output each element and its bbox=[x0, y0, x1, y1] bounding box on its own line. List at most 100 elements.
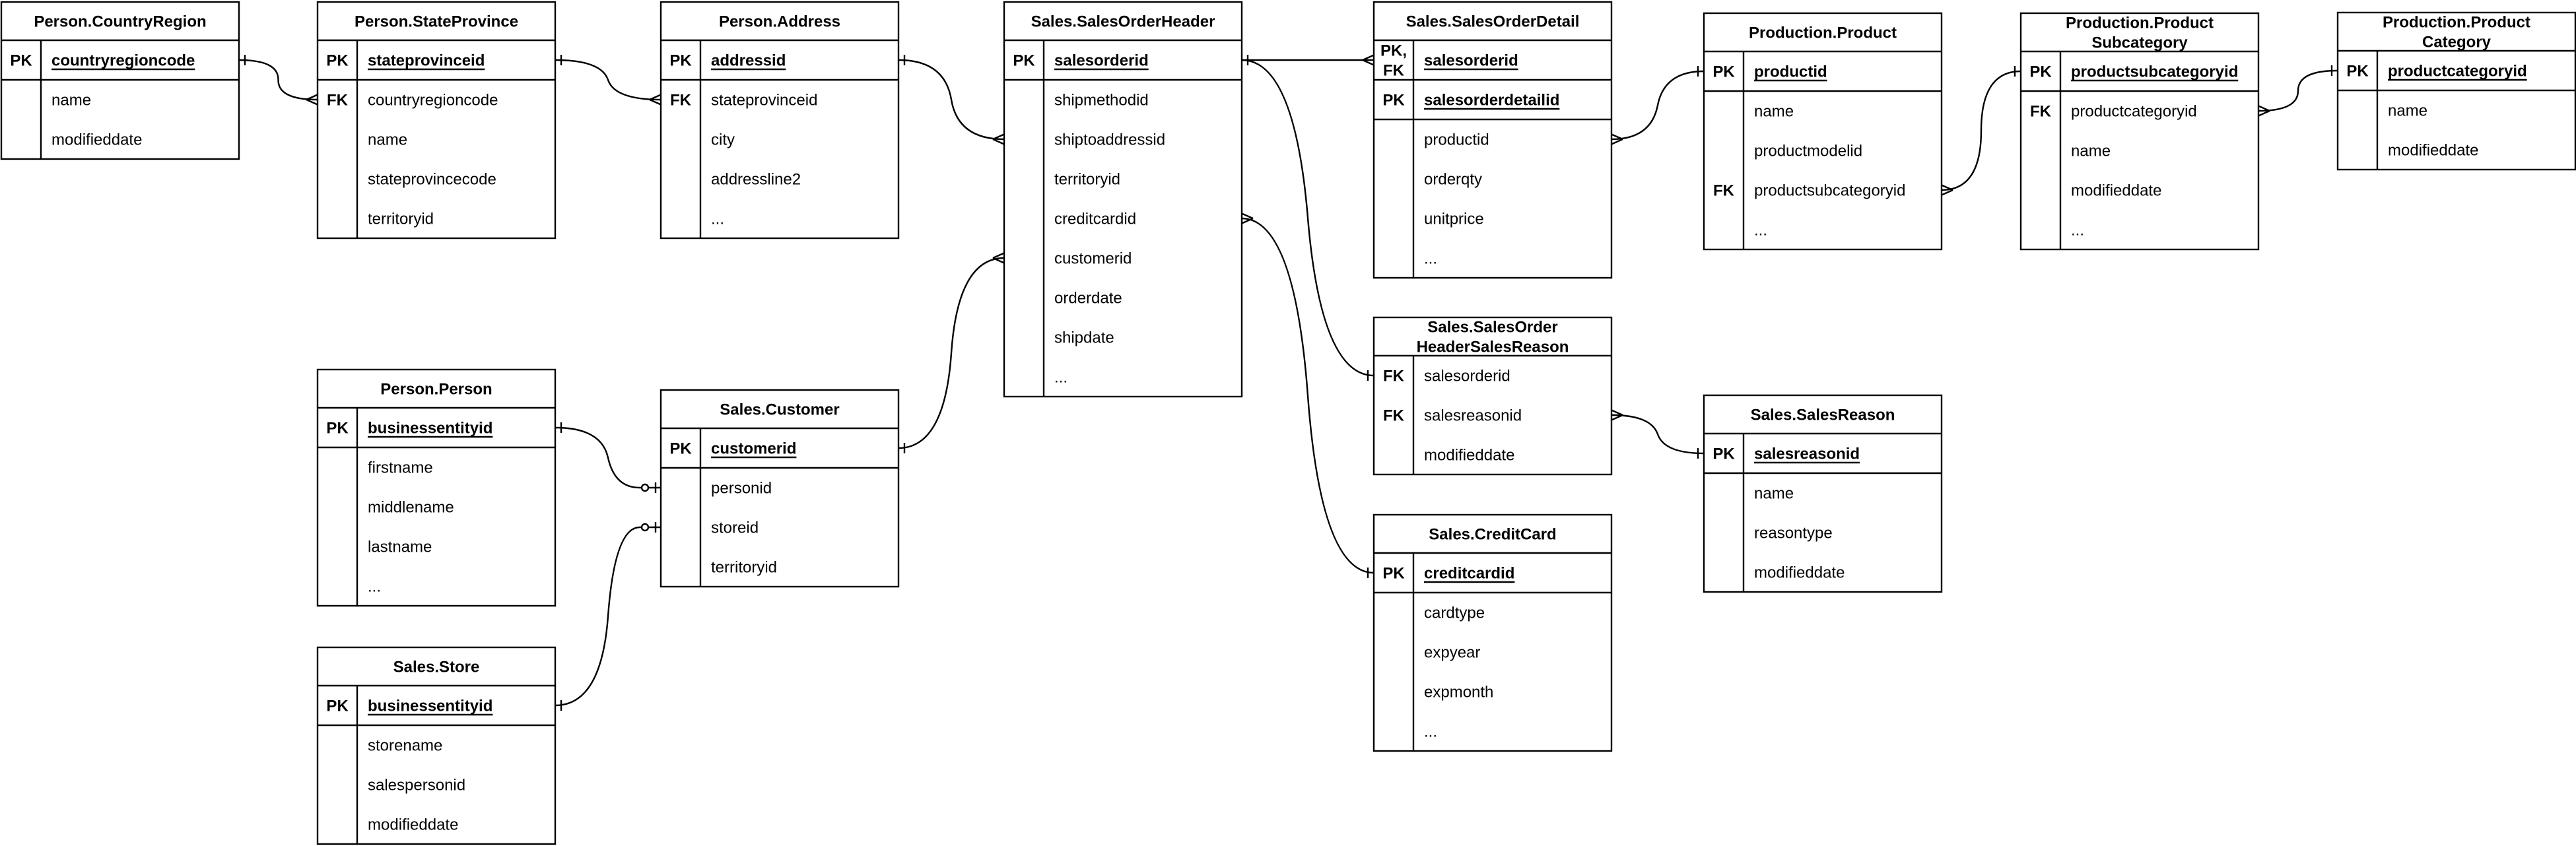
svg-text:personid: personid bbox=[711, 480, 772, 498]
svg-text:creditcardid: creditcardid bbox=[1424, 565, 1514, 583]
svg-text:modifieddate: modifieddate bbox=[2388, 142, 2478, 160]
svg-text:FK: FK bbox=[1383, 407, 1405, 425]
svg-text:FK: FK bbox=[1713, 182, 1735, 200]
svg-text:Person.Person: Person.Person bbox=[380, 381, 492, 399]
svg-text:Sales.SalesOrder: Sales.SalesOrder bbox=[1427, 319, 1557, 337]
svg-text:reasontype: reasontype bbox=[1754, 525, 1833, 542]
svg-text:territoryid: territoryid bbox=[711, 559, 777, 577]
svg-text:...: ... bbox=[2071, 222, 2084, 240]
svg-text:customerid: customerid bbox=[1054, 250, 1132, 268]
svg-text:Category: Category bbox=[2422, 34, 2491, 51]
svg-text:stateprovincecode: stateprovincecode bbox=[368, 171, 496, 189]
svg-text:salespersonid: salespersonid bbox=[368, 777, 465, 795]
svg-text:...: ... bbox=[1424, 250, 1437, 268]
svg-text:name: name bbox=[2388, 102, 2427, 120]
svg-text:PK: PK bbox=[326, 52, 349, 70]
svg-text:shipdate: shipdate bbox=[1054, 329, 1114, 347]
svg-text:Person.CountryRegion: Person.CountryRegion bbox=[34, 13, 206, 31]
svg-text:FK: FK bbox=[1383, 62, 1405, 80]
svg-text:...: ... bbox=[1424, 723, 1437, 741]
svg-text:name: name bbox=[368, 131, 407, 149]
svg-text:salesorderid: salesorderid bbox=[1054, 52, 1149, 70]
svg-text:HeaderSalesReason: HeaderSalesReason bbox=[1417, 339, 1569, 356]
svg-text:productcategoryid: productcategoryid bbox=[2071, 103, 2197, 121]
svg-text:PK: PK bbox=[669, 52, 692, 70]
svg-text:Sales.SalesOrderHeader: Sales.SalesOrderHeader bbox=[1031, 13, 1215, 31]
svg-text:businessentityid: businessentityid bbox=[368, 420, 492, 438]
svg-text:name: name bbox=[1754, 103, 1794, 121]
svg-text:FK: FK bbox=[1383, 368, 1405, 385]
svg-text:city: city bbox=[711, 131, 735, 149]
svg-text:modifieddate: modifieddate bbox=[368, 816, 458, 834]
svg-text:PK: PK bbox=[1382, 92, 1405, 110]
svg-text:Sales.SalesOrderDetail: Sales.SalesOrderDetail bbox=[1406, 13, 1580, 31]
svg-text:productid: productid bbox=[1754, 63, 1827, 81]
svg-text:modifieddate: modifieddate bbox=[51, 131, 142, 149]
svg-text:PK: PK bbox=[326, 698, 349, 715]
svg-text:countryregioncode: countryregioncode bbox=[51, 52, 195, 70]
svg-text:Production.Product: Production.Product bbox=[2383, 14, 2530, 32]
svg-text:PK: PK bbox=[2346, 63, 2369, 81]
svg-text:FK: FK bbox=[2030, 103, 2052, 121]
svg-text:shipmethodid: shipmethodid bbox=[1054, 92, 1149, 110]
svg-text:productsubcategoryid: productsubcategoryid bbox=[2071, 63, 2238, 81]
svg-text:salesorderid: salesorderid bbox=[1424, 368, 1510, 385]
svg-text:salesreasonid: salesreasonid bbox=[1754, 445, 1860, 463]
svg-text:addressline2: addressline2 bbox=[711, 171, 801, 189]
svg-text:shiptoaddressid: shiptoaddressid bbox=[1054, 131, 1165, 149]
svg-text:FK: FK bbox=[670, 92, 692, 110]
svg-text:creditcardid: creditcardid bbox=[1054, 211, 1136, 228]
svg-text:PK: PK bbox=[2029, 63, 2052, 81]
svg-text:businessentityid: businessentityid bbox=[368, 698, 492, 715]
svg-text:modifieddate: modifieddate bbox=[1424, 447, 1514, 465]
svg-text:customerid: customerid bbox=[711, 440, 796, 458]
svg-text:PK: PK bbox=[1712, 63, 1735, 81]
svg-text:orderqty: orderqty bbox=[1424, 171, 1482, 189]
svg-text:...: ... bbox=[1054, 369, 1068, 387]
svg-text:salesorderdetailid: salesorderdetailid bbox=[1424, 92, 1559, 110]
svg-text:PK: PK bbox=[669, 440, 692, 458]
svg-text:lastname: lastname bbox=[368, 538, 432, 556]
svg-text:storename: storename bbox=[368, 737, 442, 755]
svg-text:expmonth: expmonth bbox=[1424, 684, 1493, 701]
svg-text:modifieddate: modifieddate bbox=[1754, 564, 1845, 582]
svg-text:firstname: firstname bbox=[368, 459, 433, 477]
svg-text:Person.Address: Person.Address bbox=[719, 13, 840, 31]
svg-text:territoryid: territoryid bbox=[368, 211, 434, 228]
svg-text:Sales.SalesReason: Sales.SalesReason bbox=[1751, 407, 1895, 424]
svg-text:productsubcategoryid: productsubcategoryid bbox=[1754, 182, 1905, 200]
svg-text:name: name bbox=[2071, 143, 2111, 160]
svg-text:productcategoryid: productcategoryid bbox=[2388, 63, 2527, 81]
svg-text:name: name bbox=[51, 92, 91, 110]
svg-text:orderdate: orderdate bbox=[1054, 290, 1122, 308]
svg-text:unitprice: unitprice bbox=[1424, 211, 1484, 228]
svg-text:Person.StateProvince: Person.StateProvince bbox=[355, 13, 518, 31]
svg-text:PK: PK bbox=[326, 420, 349, 438]
svg-text:PK: PK bbox=[1382, 565, 1405, 583]
svg-text:addressid: addressid bbox=[711, 52, 786, 70]
svg-text:...: ... bbox=[1754, 222, 1767, 240]
svg-text:cardtype: cardtype bbox=[1424, 604, 1485, 622]
svg-text:productmodelid: productmodelid bbox=[1754, 143, 1862, 160]
svg-text:Sales.Customer: Sales.Customer bbox=[720, 401, 839, 419]
svg-text:salesreasonid: salesreasonid bbox=[1424, 407, 1522, 425]
svg-text:FK: FK bbox=[327, 92, 349, 110]
svg-text:Subcategory: Subcategory bbox=[2091, 34, 2188, 52]
svg-text:modifieddate: modifieddate bbox=[2071, 182, 2161, 200]
svg-text:PK: PK bbox=[10, 52, 32, 70]
svg-text:stateprovinceid: stateprovinceid bbox=[711, 92, 817, 110]
svg-text:middlename: middlename bbox=[368, 499, 454, 517]
svg-text:Sales.CreditCard: Sales.CreditCard bbox=[1429, 526, 1556, 544]
svg-text:Sales.Store: Sales.Store bbox=[393, 659, 480, 676]
svg-text:...: ... bbox=[711, 211, 724, 228]
svg-text:salesorderid: salesorderid bbox=[1424, 52, 1518, 70]
svg-text:Production.Product: Production.Product bbox=[2066, 15, 2214, 32]
svg-text:...: ... bbox=[368, 578, 381, 596]
svg-text:PK: PK bbox=[1013, 52, 1035, 70]
svg-text:PK,: PK, bbox=[1380, 42, 1407, 60]
svg-text:storeid: storeid bbox=[711, 519, 759, 537]
svg-text:stateprovinceid: stateprovinceid bbox=[368, 52, 485, 70]
svg-text:name: name bbox=[1754, 485, 1794, 503]
svg-text:expyear: expyear bbox=[1424, 644, 1480, 662]
svg-text:PK: PK bbox=[1712, 445, 1735, 463]
